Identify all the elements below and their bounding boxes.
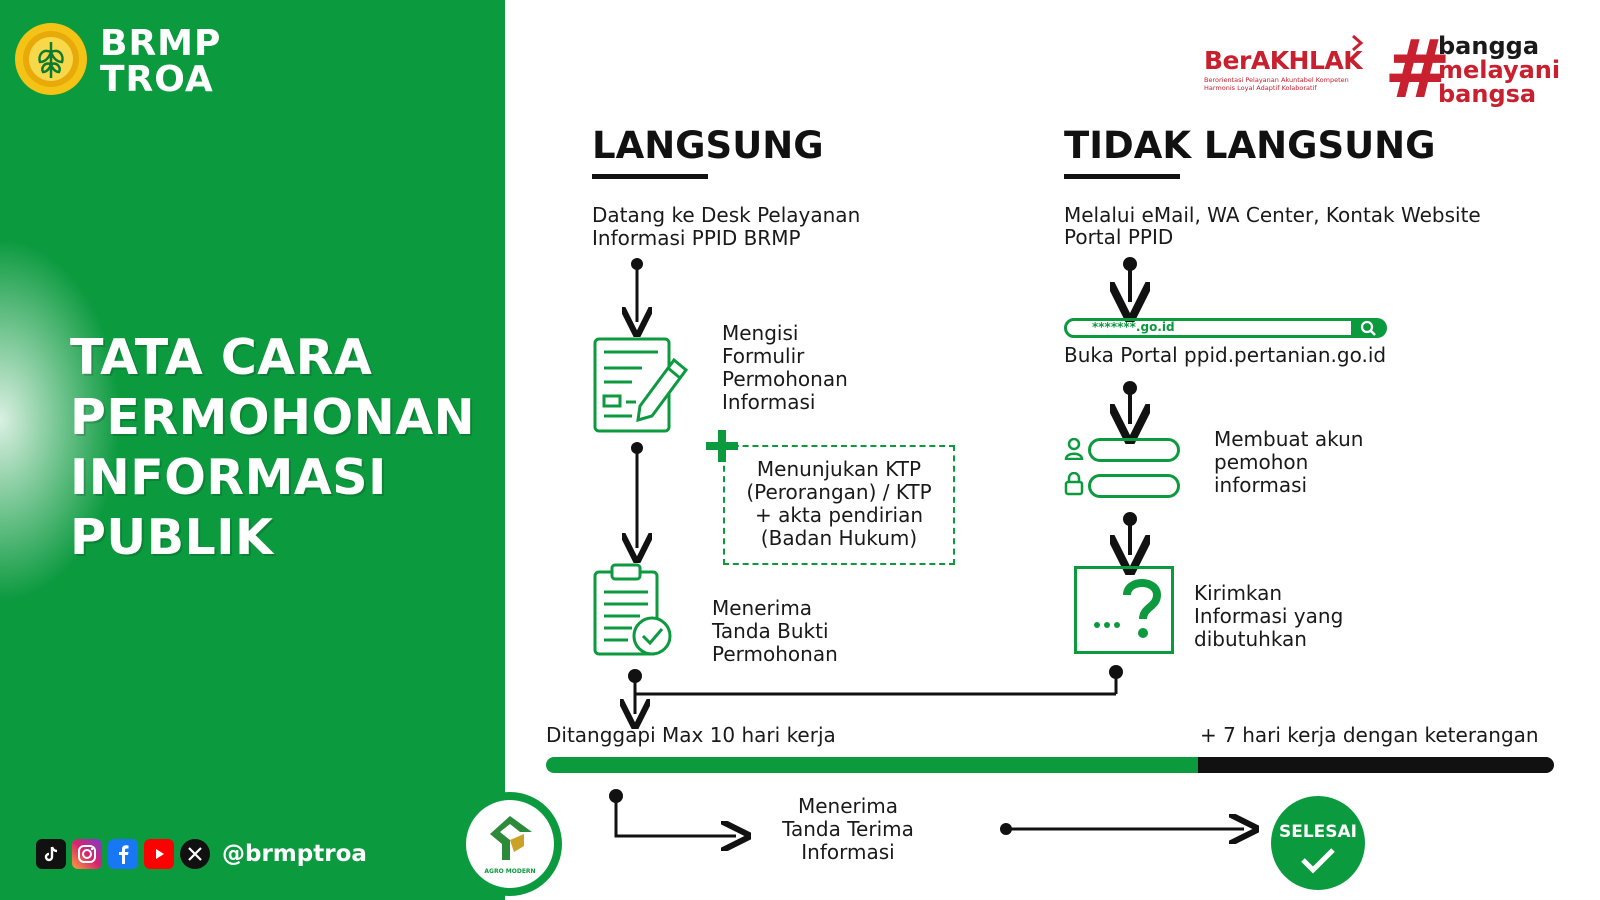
username-field-icon [1088, 438, 1180, 462]
langsung-step3-line2: Tanda Bukti [712, 619, 829, 643]
agro-modern-logo-icon [490, 816, 532, 860]
tidak-langsung-step4-line2: Informasi yang [1194, 604, 1344, 628]
main-title-line2: PERMOHONAN [70, 389, 476, 446]
langsung-step2-line3: Permohonan [722, 367, 848, 391]
tidak-langsung-step2: Buka Portal ppid.pertanian.go.id [1064, 343, 1387, 367]
final-receive-line3: Informasi [801, 840, 895, 864]
tidak-langsung-step1-line2: Portal PPID [1064, 225, 1174, 249]
checkmark-icon [1301, 848, 1335, 874]
tidak-langsung-underline [1064, 174, 1180, 179]
langsung-step1-line1: Datang ke Desk Pelayanan [592, 203, 861, 227]
kementan-logo-icon [15, 23, 87, 95]
bangga-line1: bangga [1438, 32, 1540, 60]
tidak-langsung-step4-line1: Kirimkan [1194, 581, 1283, 605]
facebook-icon[interactable] [108, 839, 138, 869]
plus-icon [706, 430, 738, 462]
x-icon[interactable] [180, 839, 210, 869]
tidak-langsung-step3-line1: Membuat akun [1214, 427, 1364, 451]
password-field-icon [1088, 474, 1180, 498]
berakhlak-logo: BerAKHLAK [1204, 46, 1363, 75]
langsung-heading: LANGSUNG [592, 124, 824, 167]
ktp-note-line2: (Perorangan) / KTP [746, 480, 932, 504]
ktp-note-box [723, 445, 955, 565]
clipboard-check-icon [593, 563, 672, 656]
tiktok-icon[interactable] [36, 839, 66, 869]
ktp-note-line3: + akta pendirian [754, 503, 924, 527]
user-icon [1064, 438, 1084, 460]
tidak-langsung-step3-line3: informasi [1214, 473, 1308, 497]
ktp-note-text: Menunjukan KTP (Perorangan) / KTP + akta… [723, 458, 955, 550]
ktp-note-line1: Menunjukan KTP [756, 457, 922, 481]
agro-modern-label: AGRO MODERN [484, 868, 536, 875]
search-icon [1360, 320, 1376, 336]
bangga-line2: melayani [1438, 56, 1561, 84]
main-title-line1: TATA CARA [70, 329, 373, 386]
bangga-line3: bangsa [1438, 80, 1537, 108]
main-title-line4: PUBLIK [70, 509, 274, 566]
langsung-step3-line3: Permohonan [712, 642, 838, 666]
left-panel [0, 0, 505, 900]
timeline-bar-black [1198, 757, 1554, 773]
social-row: @brmptroa [36, 838, 367, 870]
langsung-step3-line1: Menerima [712, 596, 813, 620]
instagram-icon[interactable] [72, 839, 102, 869]
lock-icon [1064, 472, 1084, 496]
hashtag-logo: # [1384, 23, 1452, 116]
langsung-step1-line2: Informasi PPID BRMP [592, 226, 801, 250]
brand-name-line1: BRMP [100, 23, 222, 64]
final-receive-line1: Menerima [797, 794, 899, 818]
chevron-right-icon [1352, 34, 1364, 52]
question-icon [1094, 579, 1162, 638]
social-handle[interactable]: @brmptroa [222, 841, 367, 867]
langsung-step2-line1: Mengisi [722, 321, 799, 345]
berakhlak-subtitle2: Harmonis Loyal Adaptif Kolaboratif [1204, 84, 1317, 92]
timeline-bar-green [546, 757, 1198, 773]
tidak-langsung-step4-line3: dibutuhkan [1194, 627, 1307, 651]
langsung-step2-line4: Informasi [722, 390, 816, 414]
final-receive-line2: Tanda Terima [782, 817, 914, 841]
timeline-right-label: + 7 hari kerja dengan keterangan [1200, 723, 1539, 747]
question-box-icon [1074, 566, 1174, 654]
selesai-badge [1271, 796, 1365, 890]
form-edit-icon [593, 337, 689, 433]
timeline-left-label: Ditanggapi Max 10 hari kerja [546, 723, 836, 747]
tidak-langsung-step3-line2: pemohon [1214, 450, 1309, 474]
url-bar-text: *******.go.id [1092, 320, 1175, 334]
brand-name-line2: TROA [100, 59, 214, 100]
url-search-button [1351, 318, 1387, 338]
ktp-note-line4: (Badan Hukum) [760, 526, 918, 550]
tidak-langsung-heading: TIDAK LANGSUNG [1064, 124, 1436, 167]
langsung-step2-line2: Formulir [722, 344, 805, 368]
tidak-langsung-step1-line1: Melalui eMail, WA Center, Kontak Website [1064, 203, 1481, 227]
youtube-icon[interactable] [144, 839, 174, 869]
main-title-line3: INFORMASI [70, 449, 387, 506]
berakhlak-subtitle1: Berorientasi Pelayanan Akuntabel Kompete… [1204, 76, 1349, 84]
selesai-label: SELESAI [1278, 822, 1358, 842]
final-receive-text: Menerima Tanda Terima Informasi [760, 795, 936, 864]
langsung-underline [592, 174, 708, 179]
